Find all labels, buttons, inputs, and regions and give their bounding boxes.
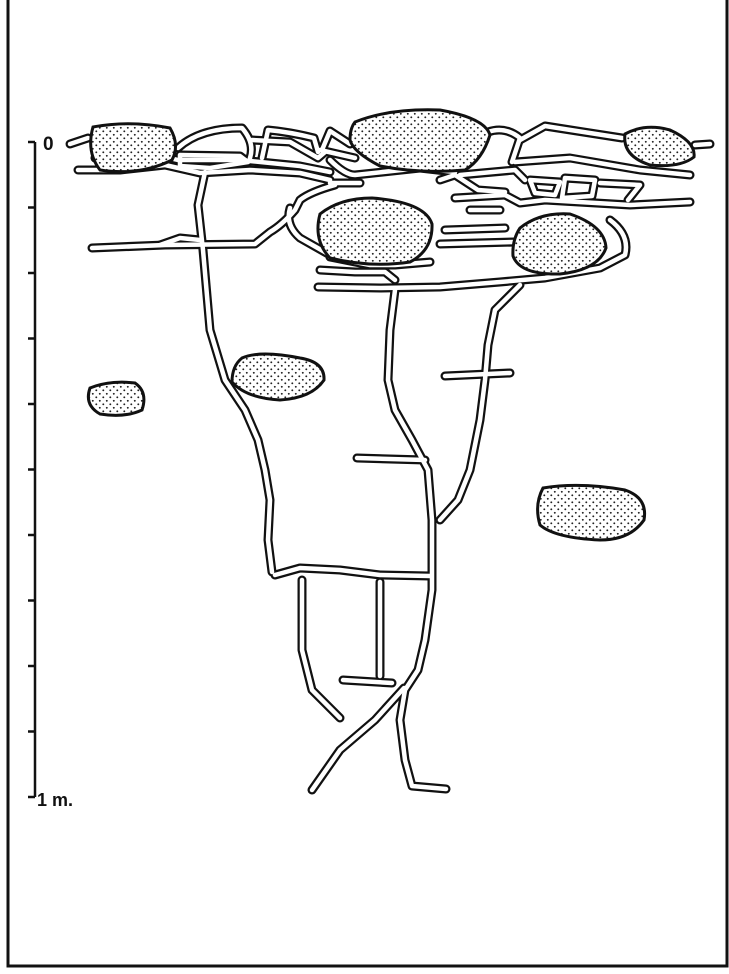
main-fissure-center (388, 290, 446, 789)
stone (350, 110, 490, 172)
cross-crack (445, 373, 510, 376)
scale-top-label: 0 (43, 134, 54, 155)
surface-crack (530, 180, 560, 195)
stone (91, 124, 176, 172)
stone (232, 354, 324, 400)
stone (538, 485, 645, 540)
stone (625, 127, 694, 165)
surface-crack (440, 242, 515, 244)
main-fissure-right (440, 285, 520, 520)
scale-bottom-label: 1 m. (37, 790, 73, 810)
surface-crack (445, 228, 505, 230)
stone (513, 214, 606, 274)
cross-crack (357, 458, 425, 460)
cross-crack (343, 680, 392, 683)
stone (88, 382, 144, 415)
lower-block-crack (302, 580, 340, 718)
surface-block-rim (695, 144, 710, 145)
depth-scale: 0 1 m. (28, 134, 73, 810)
stone (318, 198, 432, 264)
